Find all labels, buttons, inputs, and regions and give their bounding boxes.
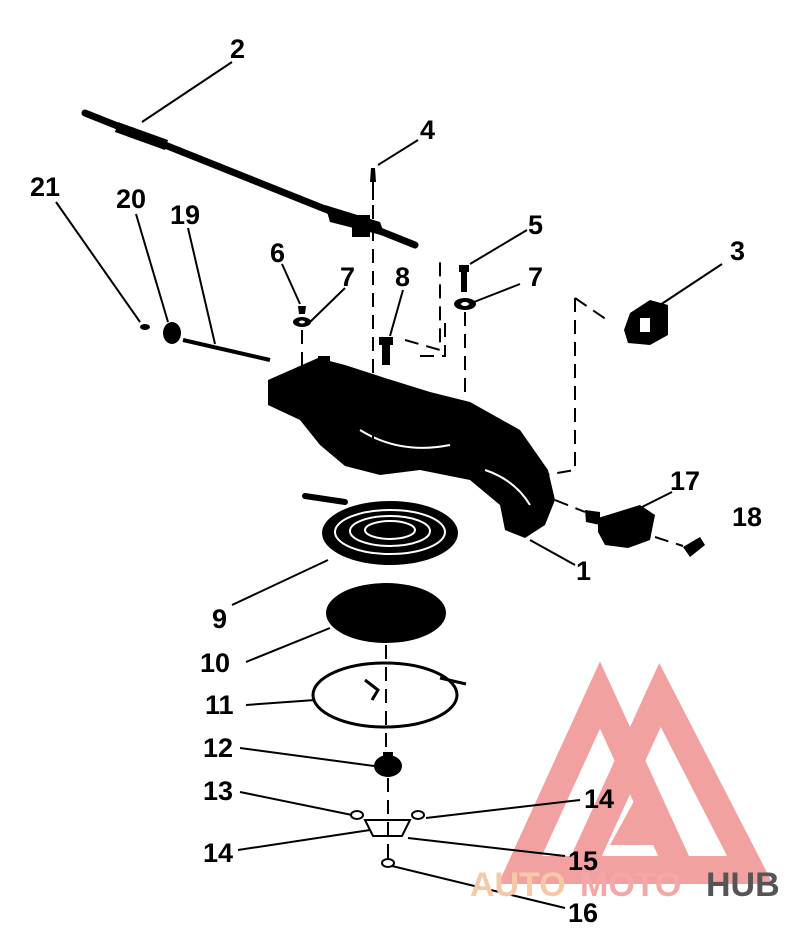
callout-16: 16: [568, 898, 598, 928]
watermark-logo: [498, 661, 773, 884]
callout-9: 9: [212, 604, 227, 634]
callout-11: 11: [205, 690, 234, 720]
part-recoil-spring: [302, 493, 458, 565]
callout-7-right: 7: [528, 262, 543, 292]
part-bolt-center: [379, 337, 393, 365]
part-small-washer: [381, 858, 395, 868]
part-knob: [163, 322, 181, 344]
watermark-hub: HUB: [706, 866, 780, 904]
callout-1: 1: [576, 556, 591, 586]
part-housing: [268, 356, 555, 538]
callout-15: 15: [568, 846, 598, 876]
callout-19: 19: [170, 200, 200, 230]
part-control-rod: [81, 109, 419, 249]
callout-21: 21: [30, 172, 60, 202]
watermark-auto: AUTO: [470, 866, 566, 904]
callout-2: 2: [230, 34, 245, 64]
part-clip: [683, 537, 705, 557]
callout-12: 12: [203, 733, 233, 763]
part-small-pin: [140, 324, 150, 330]
callout-8: 8: [395, 262, 410, 292]
callout-14-left: 14: [203, 838, 233, 868]
callout-18: 18: [732, 502, 762, 532]
callout-5: 5: [528, 210, 543, 240]
callout-labels: 2 4 21 20 19 5 3 6 7 8 7 17 18 1 9 10 11…: [30, 34, 762, 928]
leader-lines: [55, 61, 723, 909]
callout-4: 4: [420, 115, 435, 145]
part-nut: [374, 752, 402, 777]
part-bracket: [624, 300, 668, 345]
callout-20: 20: [116, 184, 146, 214]
watermark-moto: MOTO: [580, 866, 681, 904]
callout-17: 17: [670, 466, 700, 496]
part-screw-washer-left: [293, 306, 311, 327]
callout-13: 13: [203, 776, 233, 806]
part-latch: [585, 505, 655, 548]
part-spring-wire: [311, 661, 467, 729]
part-pulley: [326, 583, 446, 643]
assembly-lines: [301, 205, 684, 858]
part-shaft: [182, 338, 271, 362]
callout-14-right: 14: [584, 784, 614, 814]
part-pin: [370, 168, 376, 200]
callout-3: 3: [730, 236, 745, 266]
part-bolt: [459, 265, 469, 292]
callout-10: 10: [200, 648, 230, 678]
callout-6: 6: [270, 238, 285, 268]
watermark-text: AUTO MOTO HUB: [470, 866, 780, 904]
callout-7-left: 7: [340, 262, 355, 292]
